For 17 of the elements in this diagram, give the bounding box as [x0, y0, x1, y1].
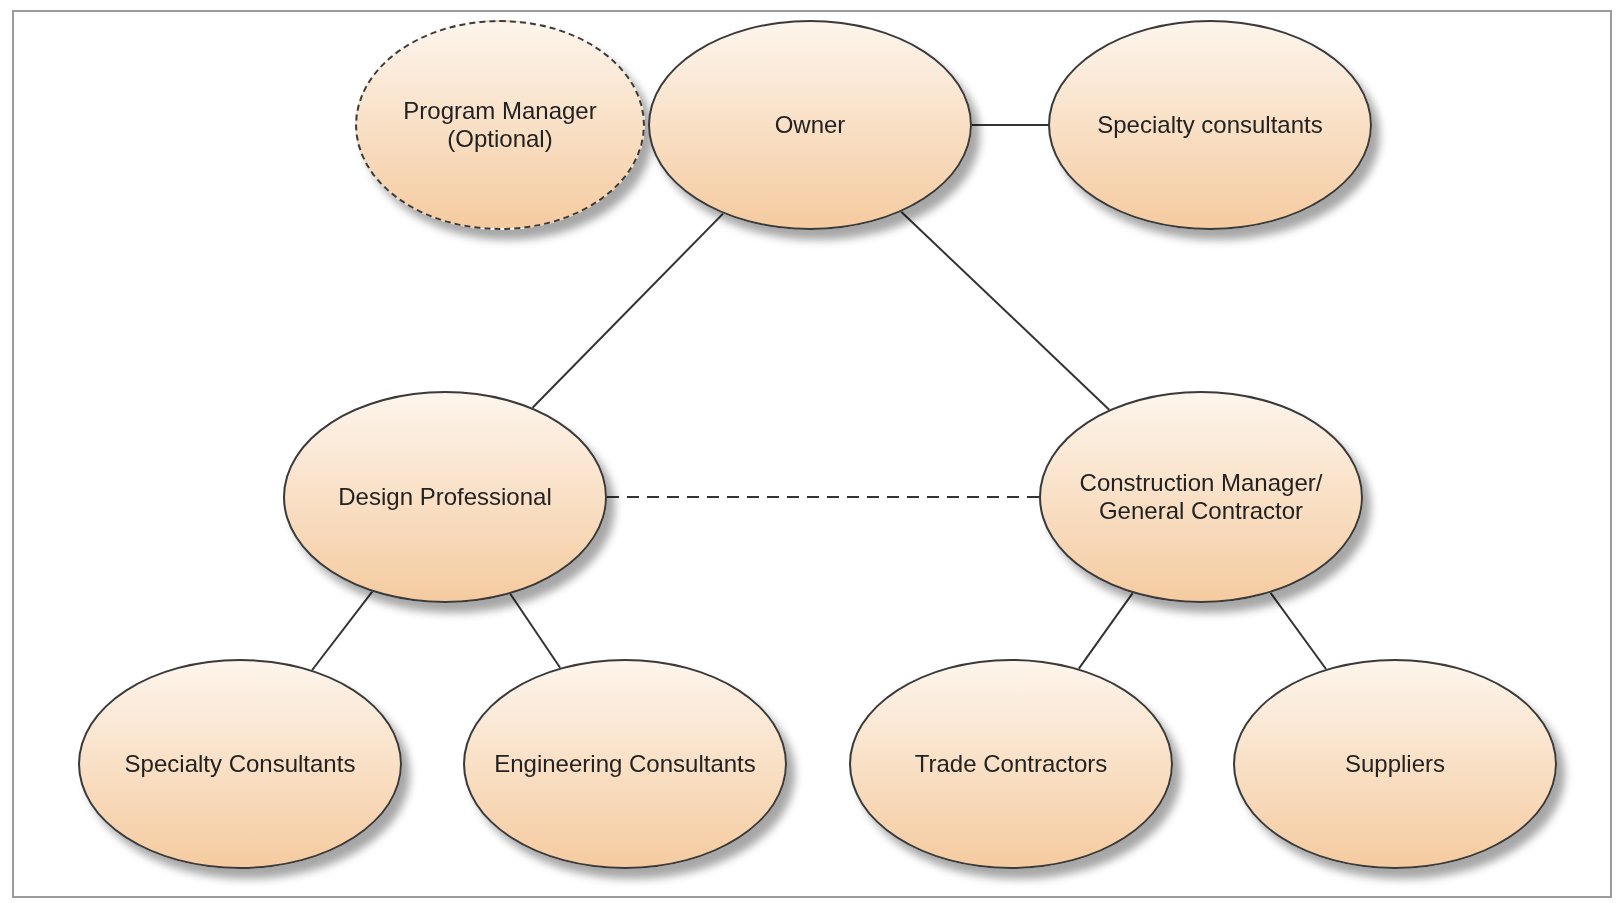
node-label: Specialty Consultants [123, 750, 357, 778]
node-label: Trade Contractors [913, 750, 1109, 778]
connector-line [900, 210, 1111, 411]
connector-line [311, 590, 374, 671]
connector-line [606, 496, 1040, 498]
node-label: Program Manager (Optional) [402, 97, 598, 153]
connector-line [531, 212, 725, 409]
node-label: Design Professional [337, 483, 553, 511]
connector-line [1077, 592, 1134, 670]
connector-line [971, 124, 1049, 126]
node-label: Owner [773, 111, 847, 139]
connector-line [509, 593, 562, 669]
node-label: Suppliers [1343, 750, 1447, 778]
node-label: Construction Manager/ General Contractor [1078, 469, 1324, 525]
node-label: Specialty consultants [1096, 111, 1324, 139]
connector-line [1269, 591, 1327, 670]
node-label: Engineering Consultants [493, 750, 757, 778]
